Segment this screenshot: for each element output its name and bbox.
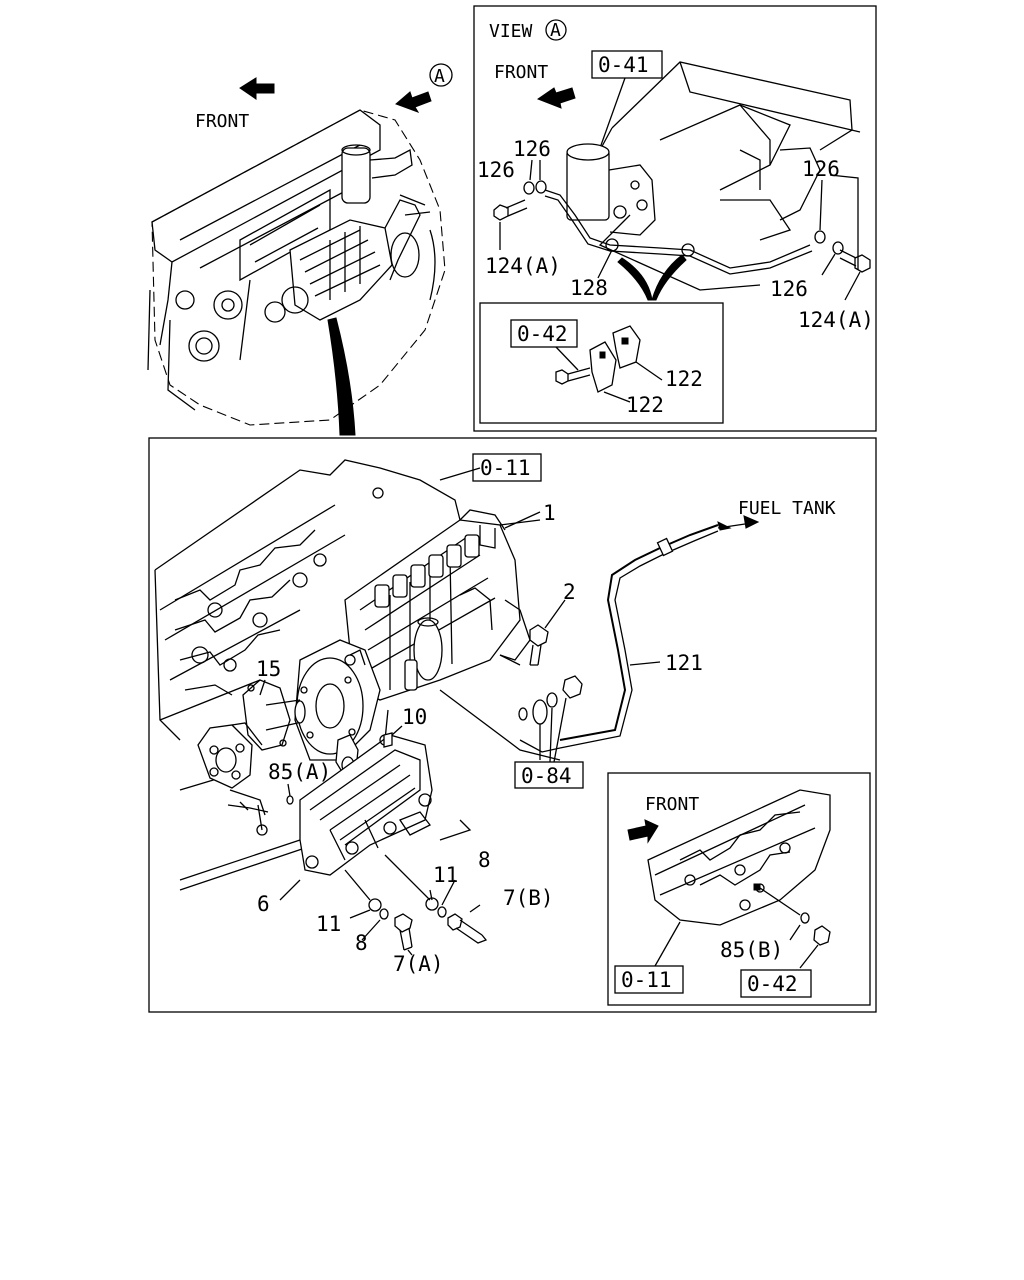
washer-126-a	[523, 181, 535, 195]
view-direction-arrow	[395, 91, 432, 113]
view-a-panel	[473, 5, 877, 432]
fuel-tank-arrow	[743, 515, 760, 529]
main-inset-front-arrow	[627, 819, 659, 844]
callout-124a-left: 124(A)	[485, 254, 561, 278]
view-a-front-label: FRONT	[494, 62, 548, 83]
bolt-124a-left	[493, 204, 509, 221]
engine-overview: FRONT A	[147, 63, 453, 436]
plug	[813, 925, 831, 946]
washer-8-a	[379, 908, 389, 920]
bolt-7b	[447, 913, 463, 931]
callout-11-right: 11	[433, 863, 458, 887]
ref-box-0-42-inset	[510, 319, 578, 348]
engine-front-label: FRONT	[195, 111, 249, 132]
callout-11-left: 11	[316, 912, 341, 936]
washer-8-b	[437, 906, 447, 918]
view-a-marker-circle	[429, 63, 453, 87]
ref-box-0-42-main-inset	[740, 969, 812, 998]
main-inset-front-label: FRONT	[645, 794, 699, 815]
stud-10	[383, 732, 393, 748]
callout-124a-right: 124(A)	[798, 308, 874, 332]
bolt-7a	[394, 913, 413, 933]
callout-121: 121	[665, 651, 703, 675]
engine-fuel-pump	[289, 219, 393, 321]
fuel-line-121	[559, 524, 719, 741]
callout-126-top: 126	[513, 137, 551, 161]
oil-filter-top	[341, 147, 371, 204]
banjo-fitting	[532, 699, 548, 725]
washer-126-c	[814, 230, 826, 244]
ref-box-0-11-top	[472, 453, 542, 482]
ref-box-0-11-inset	[614, 965, 684, 994]
ref-box-0-11-inset-text: 0-11	[621, 968, 672, 992]
cylinder-head-outline	[154, 459, 461, 571]
engine-valve-cover	[151, 109, 381, 263]
view-a-title-circle	[545, 19, 567, 41]
ref-box-0-84-text: 0-84	[521, 764, 572, 788]
front-arrow-left	[239, 77, 275, 100]
ref-box-0-41-text: 0-41	[598, 53, 649, 77]
drive-gear-coupling	[197, 724, 253, 789]
inset-bolt	[555, 369, 569, 385]
callout-85a: 85(A)	[268, 760, 331, 784]
o-ring-85b	[800, 912, 810, 924]
o-ring-85a	[286, 795, 294, 805]
main-panel	[148, 437, 877, 1013]
engine-pulley	[213, 290, 243, 320]
callout-85b: 85(B)	[720, 938, 783, 962]
ref-box-0-84	[514, 761, 584, 789]
callout-126-right-top: 126	[802, 157, 840, 181]
callout-1: 1	[543, 501, 556, 525]
bolt-2	[529, 624, 549, 647]
view-a-pointer	[617, 254, 687, 301]
ref-box-0-41	[591, 50, 663, 79]
callout-15: 15	[256, 657, 281, 681]
fuel-tank-label: FUEL TANK	[738, 498, 836, 519]
washer-11-a	[368, 898, 382, 912]
drive-coupling-15	[242, 679, 291, 751]
view-a-content: VIEW A FRONT 0-41	[477, 19, 874, 424]
view-a-marker-letter: A	[434, 66, 445, 87]
washer-126-d	[832, 241, 844, 255]
main-inset	[607, 772, 871, 1006]
callout-10: 10	[402, 705, 427, 729]
callout-6: 6	[257, 892, 270, 916]
callout-128: 128	[570, 276, 608, 300]
callout-126-right-bottom: 126	[770, 277, 808, 301]
inset-cylinder-head	[647, 789, 831, 926]
banjo-washer-b	[546, 692, 558, 708]
callout-126-left: 126	[477, 158, 515, 182]
view-a-fuel-line	[544, 189, 811, 269]
callout-8-left: 8	[355, 931, 368, 955]
callout-122-bottom: 122	[626, 393, 664, 417]
view-a-title: VIEW	[489, 21, 533, 42]
pointer-to-main-view	[327, 317, 356, 436]
view-a-inset	[479, 302, 724, 424]
ref-box-0-11-top-text: 0-11	[480, 456, 531, 480]
clip-122-b	[612, 325, 641, 369]
callout-8-right: 8	[478, 848, 491, 872]
banjo-bolt	[562, 675, 583, 699]
callout-2: 2	[563, 580, 576, 604]
callout-122-right: 122	[665, 367, 703, 391]
view-a-title-letter: A	[550, 20, 561, 41]
ref-box-0-42-main-inset-text: 0-42	[747, 972, 798, 996]
banjo-washer-a	[518, 707, 528, 721]
clip-122-a	[589, 341, 617, 393]
washer-126-b	[535, 180, 547, 194]
main-content: 0-11	[154, 453, 871, 1006]
view-a-front-arrow	[536, 87, 576, 109]
callout-7a: 7(A)	[393, 952, 444, 976]
engine-block-outline	[151, 109, 446, 426]
bolt-124a-right	[854, 254, 871, 273]
ref-box-0-42-inset-text: 0-42	[517, 322, 568, 346]
callout-7b: 7(B)	[503, 886, 554, 910]
